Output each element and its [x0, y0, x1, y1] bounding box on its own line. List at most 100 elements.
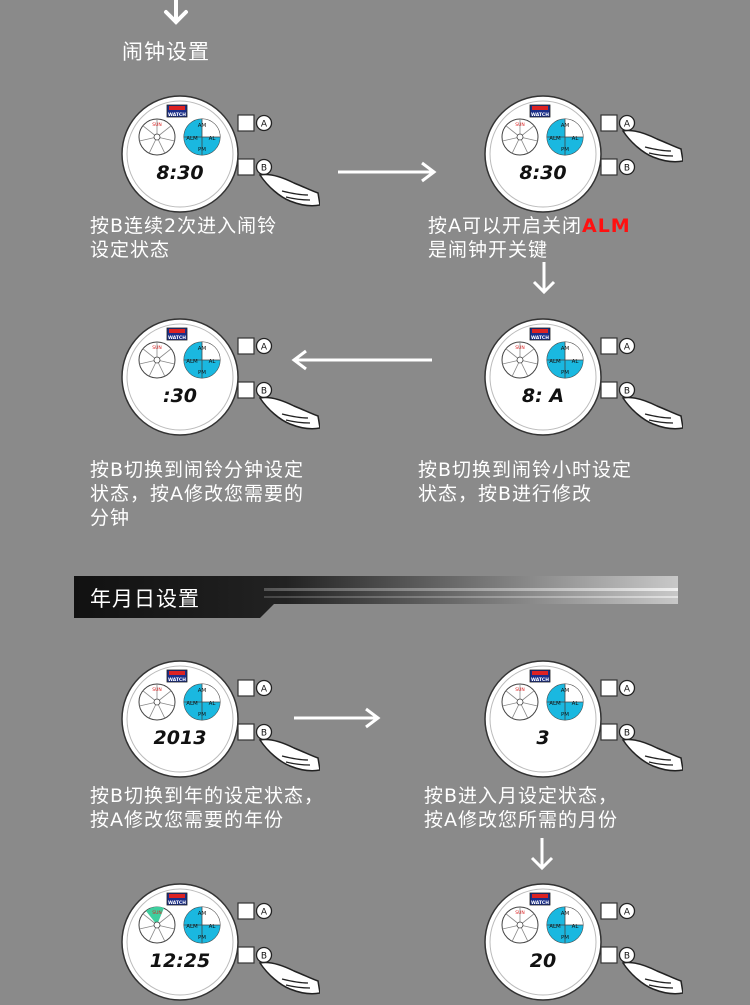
pointing-hand-icon	[258, 173, 321, 207]
pusher-b	[600, 158, 618, 176]
caption-step-1: 按B连续2次进入闹铃 设定状态	[90, 215, 278, 261]
caption-step-4: 按B切换到闹铃小时设定 状态，按B进行修改	[418, 459, 633, 505]
svg-text:WATCH: WATCH	[531, 677, 549, 683]
pointing-hand-icon	[621, 129, 684, 163]
svg-text:B: B	[624, 164, 630, 174]
pusher-a	[237, 337, 255, 355]
digital-display: 20	[530, 950, 556, 972]
svg-text:ALM: ALM	[549, 924, 561, 930]
button-b-icon: B	[255, 723, 273, 741]
down-arrow-icon	[532, 262, 556, 295]
svg-text:AM: AM	[561, 346, 570, 352]
svg-text:SUN: SUN	[515, 122, 525, 128]
svg-text:AM: AM	[561, 123, 570, 129]
day-subdial: SUN	[138, 906, 176, 944]
day-subdial: SUN	[138, 683, 176, 721]
button-a-icon: A	[255, 114, 273, 132]
day-subdial: SUN	[501, 118, 539, 156]
svg-text:B: B	[261, 729, 267, 739]
caption-step-3: 按B切换到闹铃分钟设定 状态，按A修改您需要的 分钟	[90, 459, 305, 529]
digital-display: 8:30	[156, 162, 203, 184]
svg-text:AL: AL	[572, 924, 580, 930]
svg-text:ALM: ALM	[549, 136, 561, 142]
svg-text:AL: AL	[572, 701, 580, 707]
svg-text:ALM: ALM	[186, 701, 198, 707]
button-a-icon: A	[618, 114, 636, 132]
svg-text:PM: PM	[561, 370, 569, 376]
svg-text:SUN: SUN	[515, 687, 525, 693]
svg-text:A: A	[624, 343, 631, 353]
pointing-hand-icon	[621, 396, 684, 430]
pusher-b	[237, 158, 255, 176]
svg-text:PM: PM	[561, 712, 569, 718]
svg-text:WATCH: WATCH	[168, 335, 186, 341]
pusher-a	[600, 679, 618, 697]
down-arrow-icon	[530, 838, 554, 871]
pusher-b	[600, 946, 618, 964]
svg-text:AM: AM	[561, 688, 570, 694]
svg-text:WATCH: WATCH	[168, 112, 186, 118]
svg-text:PM: PM	[198, 370, 206, 376]
button-b-icon: B	[255, 158, 273, 176]
date-section-banner	[74, 576, 678, 618]
digital-display: 3	[536, 727, 549, 749]
svg-text:B: B	[261, 387, 267, 397]
svg-text:A: A	[261, 908, 268, 918]
digital-display: 12:25	[150, 950, 210, 972]
pointing-hand-icon	[621, 738, 684, 772]
caption-step-2: 按A可以开启关闭ALM 是闹钟开关键	[428, 215, 631, 261]
svg-text:A: A	[624, 120, 631, 130]
svg-text:B: B	[624, 387, 630, 397]
button-a-icon: A	[255, 679, 273, 697]
day-subdial: SUN	[501, 906, 539, 944]
svg-text:SUN: SUN	[152, 122, 162, 128]
svg-text:AM: AM	[198, 123, 207, 129]
date-section-title: 年月日设置	[90, 587, 200, 611]
button-b-icon: B	[255, 946, 273, 964]
svg-text:WATCH: WATCH	[168, 677, 186, 683]
digital-display: 8:30	[519, 162, 566, 184]
day-subdial: SUN	[501, 341, 539, 379]
svg-text:WATCH: WATCH	[531, 335, 549, 341]
pusher-a	[237, 902, 255, 920]
svg-text:B: B	[624, 729, 630, 739]
digital-display: 8: A	[522, 385, 564, 407]
pusher-b	[600, 381, 618, 399]
caption-step-5: 按B切换到年的设定状态， 按A修改您需要的年份	[90, 785, 325, 831]
right-arrow-icon	[338, 161, 437, 183]
svg-text:AL: AL	[209, 359, 217, 365]
svg-text:ALM: ALM	[186, 136, 198, 142]
svg-text:SUN: SUN	[515, 910, 525, 916]
digital-display: 2013	[154, 727, 207, 749]
svg-text:PM: PM	[561, 935, 569, 941]
pointing-hand-icon	[258, 396, 321, 430]
button-a-icon: A	[618, 337, 636, 355]
svg-text:A: A	[624, 685, 631, 695]
svg-text:SUN: SUN	[152, 345, 162, 351]
svg-text:PM: PM	[198, 712, 206, 718]
button-b-icon: B	[618, 381, 636, 399]
pusher-a	[600, 114, 618, 132]
down-arrow-icon	[164, 0, 188, 25]
pusher-b	[237, 723, 255, 741]
pointing-hand-icon	[258, 961, 321, 995]
svg-text:AM: AM	[561, 911, 570, 917]
svg-text:SUN: SUN	[152, 687, 162, 693]
svg-text:A: A	[261, 120, 268, 130]
pusher-a	[600, 337, 618, 355]
svg-text:A: A	[624, 908, 631, 918]
svg-text:WATCH: WATCH	[168, 900, 186, 906]
svg-text:AL: AL	[209, 924, 217, 930]
svg-text:ALM: ALM	[549, 359, 561, 365]
button-a-icon: A	[255, 337, 273, 355]
svg-text:SUN: SUN	[515, 345, 525, 351]
svg-text:AM: AM	[198, 346, 207, 352]
